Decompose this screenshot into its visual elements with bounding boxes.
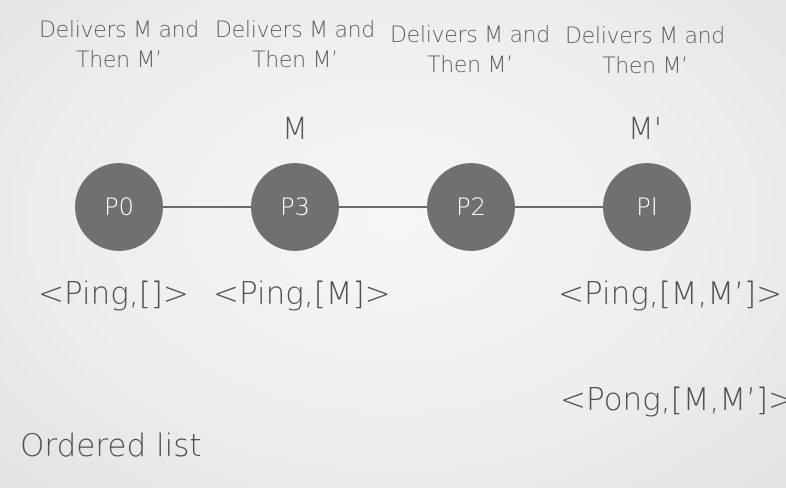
- deliver-label-line1: Delivers M and: [390, 23, 550, 48]
- deliver-label-line2: Then M’: [602, 54, 688, 79]
- message-label-p3: M: [282, 112, 308, 147]
- message-label-p1: M': [627, 112, 663, 147]
- deliver-label-line2: Then M’: [76, 48, 162, 73]
- state-p3: <Ping,[M]>: [213, 276, 391, 312]
- deliver-label-p2: Delivers M and Then M’: [385, 21, 555, 81]
- deliver-label-line1: Delivers M and: [215, 18, 375, 43]
- edge-p2-p1: [514, 206, 606, 208]
- state-p1-pong: <Pong,[M,M’]>: [560, 382, 786, 418]
- deliver-label-p0: Delivers M and Then M’: [34, 16, 204, 76]
- state-p1-ping: <Ping,[M,M’]>: [558, 276, 783, 312]
- edge-p0-p3: [162, 206, 254, 208]
- node-p3: P3: [251, 163, 339, 251]
- deliver-label-p1: Delivers M and Then M’: [560, 22, 730, 82]
- deliver-label-line1: Delivers M and: [39, 18, 199, 43]
- footer-label: Ordered list: [20, 428, 202, 464]
- edge-p3-p2: [338, 206, 430, 208]
- node-p1: PI: [603, 163, 691, 251]
- deliver-label-p3: Delivers M and Then M’: [210, 16, 380, 76]
- deliver-label-line1: Delivers M and: [565, 24, 725, 49]
- node-p2: P2: [427, 163, 515, 251]
- node-p0: P0: [75, 163, 163, 251]
- deliver-label-line2: Then M’: [427, 53, 513, 78]
- deliver-label-line2: Then M’: [252, 48, 338, 73]
- state-p0: <Ping,[]>: [38, 276, 189, 312]
